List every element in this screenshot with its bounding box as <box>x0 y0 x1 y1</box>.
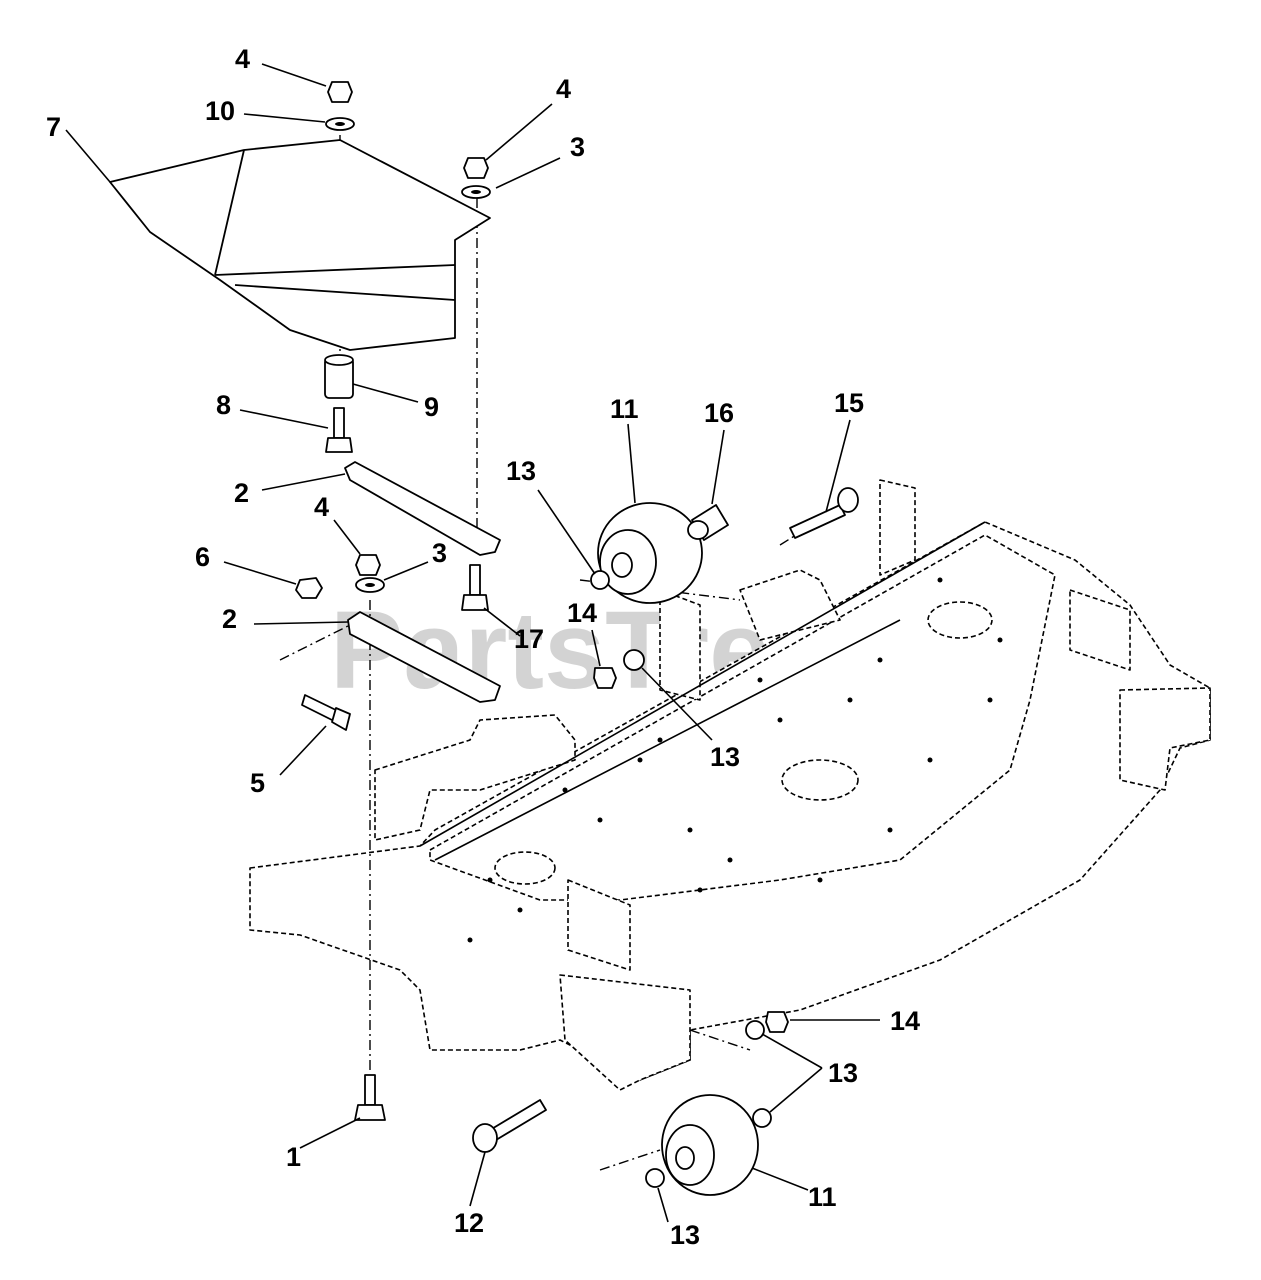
callout-labels: 4 10 7 4 3 8 9 2 4 3 6 2 17 5 11 16 15 1… <box>46 44 920 1250</box>
callout-2-lower: 2 <box>222 604 237 634</box>
callout-11-lower: 11 <box>808 1182 837 1212</box>
bolt-part-15 <box>789 487 859 539</box>
spacer-part-16 <box>687 504 729 541</box>
callout-4-middle: 4 <box>314 492 329 522</box>
callout-15: 15 <box>834 388 864 418</box>
callout-5: 5 <box>250 768 265 798</box>
callout-8: 8 <box>216 390 231 420</box>
callout-13-upper-right: 13 <box>710 742 740 772</box>
callout-13-lower-left: 13 <box>670 1220 700 1250</box>
callout-1: 1 <box>286 1142 301 1172</box>
callout-13-lower-right: 13 <box>828 1058 858 1088</box>
callout-12: 12 <box>454 1208 484 1238</box>
callout-3-middle: 3 <box>432 538 447 568</box>
callout-9: 9 <box>424 392 439 422</box>
callout-4-right-nut: 4 <box>556 74 571 104</box>
callout-7: 7 <box>46 112 61 142</box>
deck-holes <box>467 577 1003 943</box>
washers-lower-wheel <box>645 1011 789 1188</box>
callout-14-upper: 14 <box>567 598 597 628</box>
deflector-chute-part-7 <box>109 139 491 351</box>
bolt-part-1 <box>354 1074 386 1121</box>
hardware-top <box>325 81 491 199</box>
bolt-part-8 <box>325 407 353 453</box>
callout-10: 10 <box>205 96 235 126</box>
bolt-part-5 <box>301 694 351 731</box>
leader-lines <box>65 63 880 1223</box>
callout-11-upper: 11 <box>610 394 639 424</box>
callout-16: 16 <box>704 398 734 428</box>
mower-deck <box>249 479 1211 1091</box>
strap-part-2-upper <box>344 461 501 556</box>
bolt-part-12 <box>472 1099 547 1153</box>
spacer-part-9 <box>324 354 354 399</box>
callout-3-top: 3 <box>570 132 585 162</box>
callout-6: 6 <box>195 542 210 572</box>
washers-upper-wheel <box>590 570 645 689</box>
callout-13-upper-left: 13 <box>506 456 536 486</box>
callout-14-lower: 14 <box>890 1006 920 1036</box>
bolt-part-17 <box>461 564 489 611</box>
wheel-part-11-upper <box>597 502 703 604</box>
wheel-part-11-lower <box>661 1094 759 1196</box>
strap-part-2-lower <box>347 611 501 703</box>
callout-2-upper: 2 <box>234 478 249 508</box>
hardware-middle <box>295 554 385 599</box>
callout-17: 17 <box>514 624 544 654</box>
callout-4-top-nut: 4 <box>235 44 250 74</box>
